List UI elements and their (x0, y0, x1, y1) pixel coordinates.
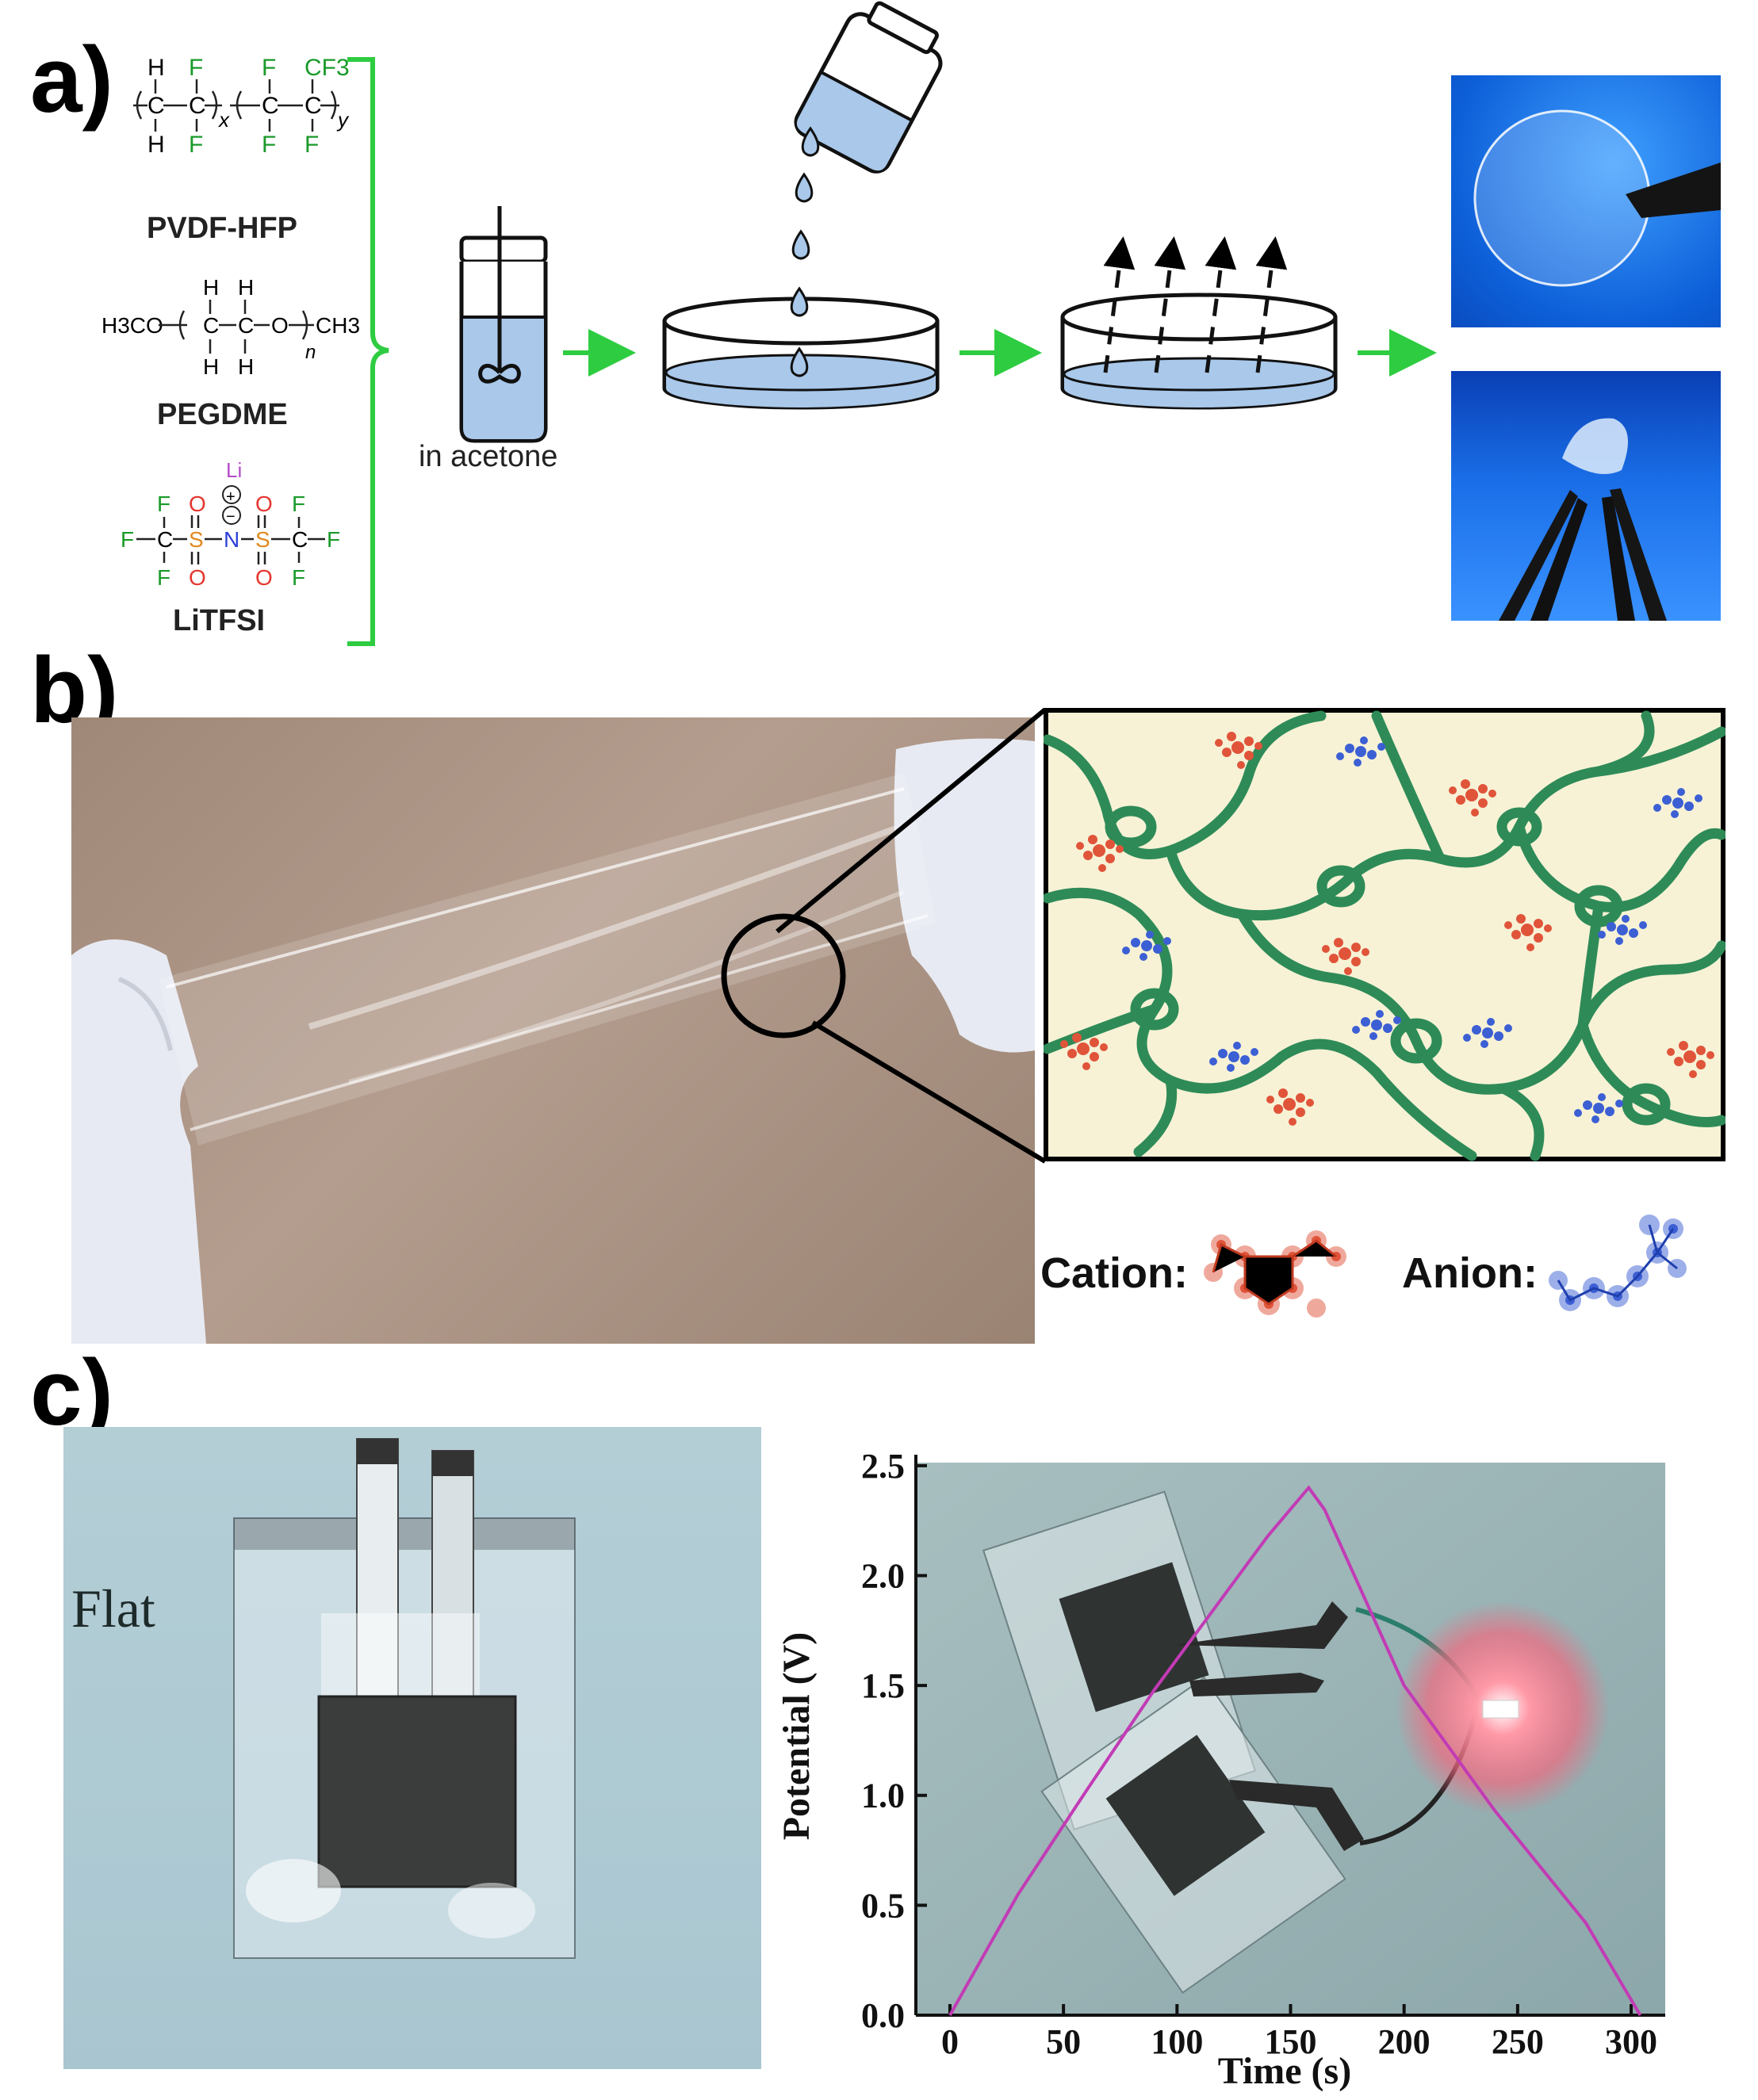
svg-text:F: F (157, 492, 170, 516)
svg-text:F: F (304, 132, 319, 158)
svg-text:F: F (262, 132, 276, 158)
y-axis-label: Potential (V) (776, 1632, 818, 1841)
x-tick-label: 0 (941, 2022, 959, 2061)
pegdme-label: PEGDME (157, 398, 288, 431)
svg-text:S: S (255, 527, 270, 552)
membrane-photo-flat (1451, 75, 1721, 327)
svg-text:+: + (226, 488, 236, 506)
pegdme-structure: H H H3CO C C O CH3 n H H (101, 275, 360, 379)
svg-text:C: C (189, 93, 206, 119)
y-axis-ticks: 0.0 0.5 1.0 1.5 2.0 2.5 (861, 1447, 927, 2035)
panel-a-schematic: H F F CF3 C C x C C y H F F F PVDF-HFP H (101, 1, 1437, 646)
x-axis-ticks: 0 50 100 150 200 250 300 (941, 2004, 1657, 2061)
panel-label-c: c) (30, 1341, 113, 1445)
x-tick-label: 200 (1378, 2022, 1431, 2061)
svg-text:−: − (226, 508, 236, 526)
svg-text:N: N (224, 527, 239, 552)
x-tick-label: 300 (1605, 2022, 1657, 2061)
x-tick-label: 50 (1046, 2022, 1081, 2061)
y-tick-label: 1.5 (861, 1666, 905, 1705)
series-layer (948, 1485, 1642, 2017)
svg-text:C: C (203, 313, 219, 338)
x-tick-label: 250 (1492, 2022, 1544, 2061)
svg-text:H: H (147, 132, 165, 158)
svg-text:Li: Li (226, 458, 242, 482)
svg-text:O: O (255, 565, 273, 590)
svg-text:C: C (262, 93, 279, 119)
svg-text:F: F (189, 132, 203, 158)
x-tick-label: 150 (1265, 2022, 1317, 2061)
evaporation-dish (1060, 236, 1338, 410)
stretched-membrane-photo (71, 717, 1035, 1344)
svg-text:F: F (327, 527, 340, 552)
led-photo-background (916, 1463, 1665, 2014)
zoom-lines (776, 707, 1047, 1164)
svg-text:H: H (238, 354, 254, 379)
charge-discharge-chart: 0.0 0.5 1.0 1.5 2.0 2.5 0 50 100 150 200 250 300 Po… (776, 1447, 1665, 2092)
svg-text:CH3: CH3 (316, 313, 360, 338)
polymer-network-inset (1044, 708, 1725, 1161)
svg-text:F: F (189, 55, 203, 81)
pvdf-hfp-structure: H F F CF3 C C x C C y H F F F (133, 55, 350, 158)
svg-text:CF3: CF3 (304, 55, 350, 81)
y-tick-label: 2.0 (861, 1556, 905, 1595)
potential-series-line (948, 1485, 1642, 2017)
solution-bottle (794, 1, 943, 174)
cation-molecule-icon (1204, 1230, 1346, 1318)
svg-text:F: F (157, 565, 170, 590)
svg-text:x: x (217, 108, 230, 132)
panel-label-a: a) (30, 28, 113, 132)
svg-text:O: O (255, 492, 273, 516)
svg-text:H3CO: H3CO (101, 313, 163, 338)
flat-battery-photo: Flat (63, 1427, 761, 2069)
svg-text:O: O (271, 313, 289, 338)
solvent-label: in acetone (419, 440, 557, 473)
svg-text:C: C (147, 93, 165, 119)
svg-text:O: O (189, 492, 206, 516)
svg-text:y: y (336, 108, 350, 132)
litfsi-label: LiTFSI (173, 604, 265, 637)
y-tick-label: 1.0 (861, 1777, 905, 1815)
svg-text:S: S (189, 527, 204, 552)
svg-text:F: F (262, 55, 276, 81)
x-axis-label: Time (s) (1218, 2050, 1351, 2092)
cation-label: Cation: (1040, 1249, 1188, 1297)
svg-text:C: C (292, 527, 308, 552)
y-tick-label: 2.5 (861, 1447, 905, 1486)
svg-text:H: H (147, 55, 165, 81)
mixing-jar (459, 206, 548, 443)
drops (790, 126, 820, 377)
litfsi-structure: Li + − F O O F F C S N S C F F O O (121, 458, 340, 590)
anion-label: Anion: (1402, 1249, 1538, 1297)
svg-text:H: H (203, 275, 219, 300)
anion-molecule-icon (1549, 1214, 1687, 1311)
svg-text:H: H (203, 354, 219, 379)
svg-text:F: F (292, 565, 305, 590)
membrane-photo-bent (1451, 371, 1721, 621)
x-tick-label: 100 (1151, 2022, 1203, 2061)
pvdf-hfp-label: PVDF-HFP (147, 212, 297, 245)
reagent-bracket (347, 57, 389, 646)
svg-text:F: F (121, 527, 134, 552)
svg-text:H: H (238, 275, 254, 300)
svg-text:F: F (292, 492, 305, 516)
svg-text:O: O (189, 565, 206, 590)
svg-text:C: C (238, 313, 254, 338)
svg-text:C: C (304, 93, 322, 119)
svg-text:n: n (305, 342, 316, 363)
flat-label: Flat (71, 1578, 155, 1639)
svg-text:C: C (157, 527, 173, 552)
y-tick-label: 0.0 (861, 1996, 905, 2035)
y-tick-label: 0.5 (861, 1886, 905, 1925)
